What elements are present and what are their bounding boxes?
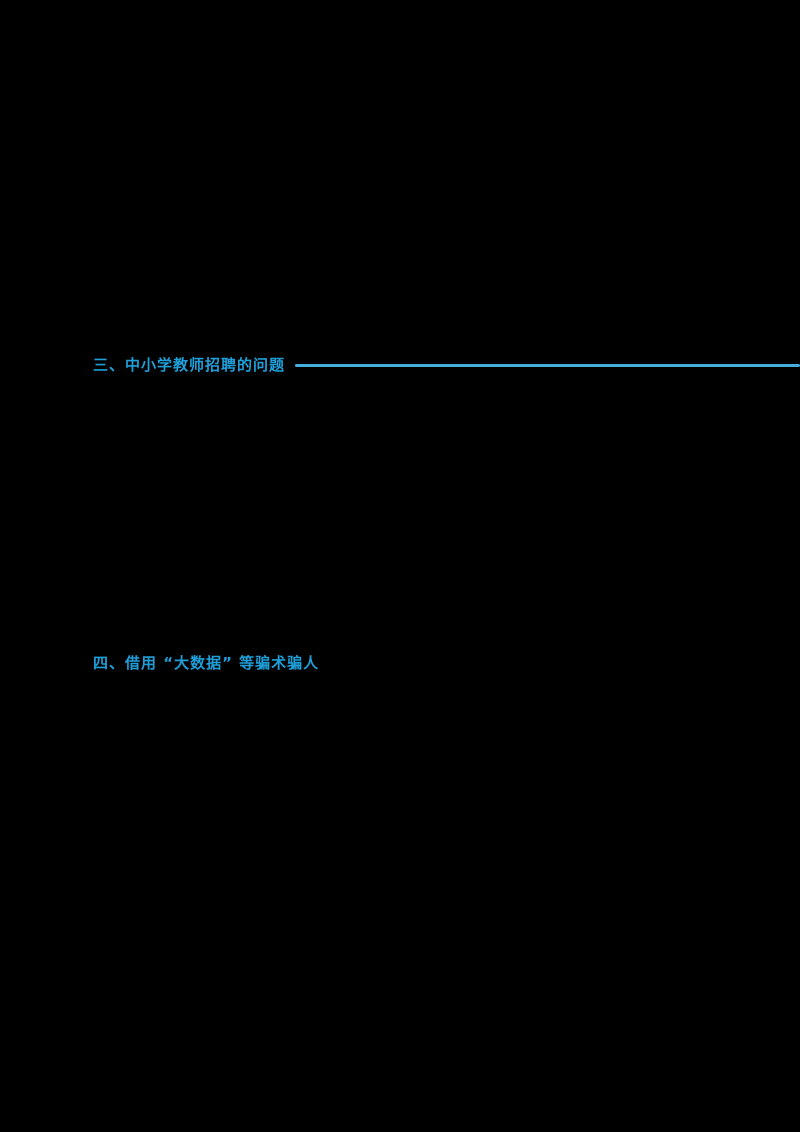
section-heading-row-1: 三、中小学教师招聘的问题 bbox=[93, 356, 800, 374]
section-title-2: 四、借用 “大数据” 等骗术骗人 bbox=[93, 654, 320, 672]
section-title-1: 三、中小学教师招聘的问题 bbox=[93, 356, 286, 374]
section-divider-rule bbox=[295, 363, 800, 367]
section-heading-row-2: 四、借用 “大数据” 等骗术骗人 bbox=[93, 654, 800, 672]
